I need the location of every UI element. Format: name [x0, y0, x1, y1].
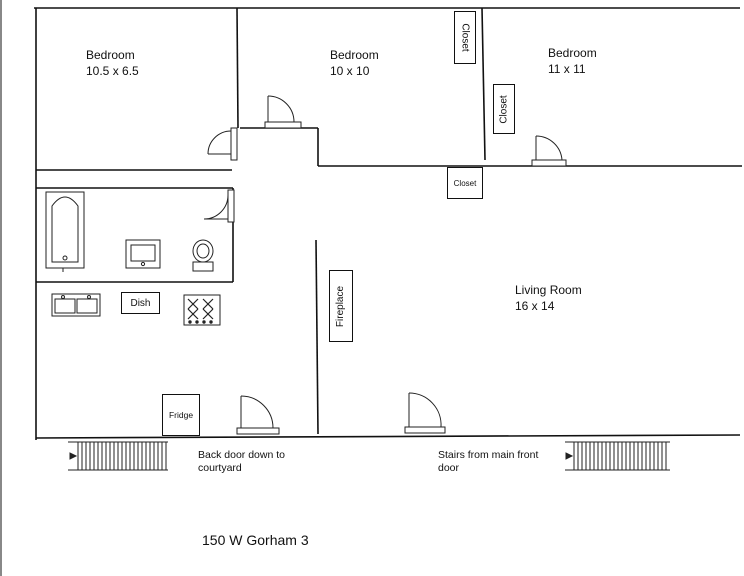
bathtub-icon [45, 191, 85, 272]
fridge: Fridge [162, 394, 200, 436]
room-name: Bedroom [548, 46, 597, 60]
closet-label: Closet [453, 178, 477, 188]
door-icon [404, 392, 446, 434]
door-icon [531, 135, 567, 167]
fridge-label: Fridge [168, 410, 194, 420]
room-name: Living Room [515, 283, 582, 297]
room-size: 10.5 x 6.5 [86, 64, 139, 78]
closet-side: Closet [493, 84, 515, 134]
door-icon [264, 95, 302, 129]
room-size: 16 x 14 [515, 299, 555, 313]
room-size: 10 x 10 [330, 64, 370, 78]
dishwasher: Dish [121, 292, 160, 314]
door-icon [207, 127, 238, 161]
room-bedroom-right: Bedroom 11 x 11 [548, 45, 597, 77]
kitchen-sink-icon [51, 293, 101, 317]
room-name: Bedroom [86, 48, 135, 62]
fireplace: Fireplace [329, 270, 353, 342]
closet-label: Closet [459, 23, 471, 52]
closet-top: Closet [454, 11, 476, 64]
fireplace-label: Fireplace [335, 285, 347, 327]
note-back-door: Back door down to courtyard [198, 449, 285, 474]
door-icon [203, 189, 235, 223]
dishwasher-label: Dish [130, 297, 151, 309]
door-icon [236, 395, 280, 435]
plan-caption: 150 W Gorham 3 [202, 532, 309, 548]
room-living-room: Living Room 16 x 14 [515, 282, 582, 314]
doors [203, 95, 567, 435]
closet-label: Closet [498, 94, 510, 124]
closet-small: Closet [447, 167, 483, 199]
room-bedroom-left: Bedroom 10.5 x 6.5 [86, 47, 139, 79]
note-front-stairs: Stairs from main front door [438, 449, 539, 474]
stairs-front [565, 441, 670, 471]
sink-icon [125, 239, 161, 269]
toilet-icon [192, 239, 214, 272]
stove-icon [183, 294, 221, 326]
stairs-back [68, 441, 168, 471]
room-bedroom-middle: Bedroom 10 x 10 [330, 47, 379, 79]
room-size: 11 x 11 [548, 62, 586, 76]
room-name: Bedroom [330, 48, 379, 62]
